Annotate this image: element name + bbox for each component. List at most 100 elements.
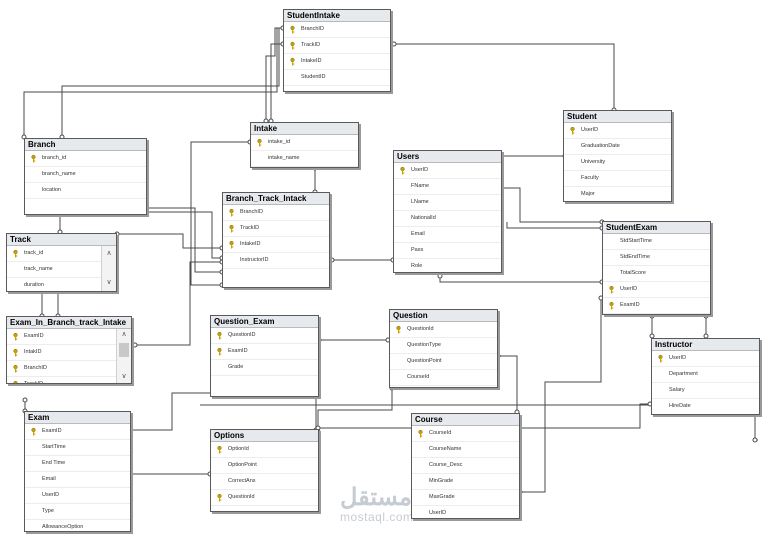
column-row[interactable]: Grade: [211, 360, 318, 376]
column-row[interactable]: CorrectAns: [211, 474, 318, 490]
column-row[interactable]: QuestionId: [211, 490, 318, 506]
table-title[interactable]: Exam: [25, 412, 130, 424]
table-title[interactable]: StudentExam: [603, 222, 710, 234]
column-row[interactable]: track_name: [7, 262, 116, 278]
column-row[interactable]: Email: [394, 227, 501, 243]
column-row[interactable]: IntakID: [7, 345, 116, 361]
column-row[interactable]: CourseId: [390, 370, 497, 386]
column-row[interactable]: InstructorID: [223, 253, 329, 269]
table-title[interactable]: StudentIntake: [284, 10, 390, 22]
column-row[interactable]: BranchID: [284, 22, 390, 38]
column-row[interactable]: Role: [394, 259, 501, 272]
column-row[interactable]: ExamID: [211, 344, 318, 360]
column-row[interactable]: Salary: [652, 383, 759, 399]
column-row[interactable]: StudentID: [284, 70, 390, 86]
column-row[interactable]: BranchID: [223, 205, 329, 221]
column-row[interactable]: location: [25, 183, 146, 199]
column-row[interactable]: IntakeID: [284, 54, 390, 70]
column-row[interactable]: track_id: [7, 246, 116, 262]
column-row[interactable]: UserID: [394, 163, 501, 179]
column-row[interactable]: Pass: [394, 243, 501, 259]
column-row[interactable]: ExamID: [7, 329, 116, 345]
column-row[interactable]: MinGrade: [412, 474, 519, 490]
column-row[interactable]: QuestionID: [211, 328, 318, 344]
table-title[interactable]: Intake: [251, 123, 358, 135]
column-row[interactable]: branch_name: [25, 167, 146, 183]
column-row[interactable]: CourseId: [412, 426, 519, 442]
column-row[interactable]: GraduationDate: [564, 139, 671, 155]
column-row[interactable]: intake_name: [251, 151, 358, 167]
scroll-down-icon[interactable]: ∨: [121, 373, 127, 380]
column-row[interactable]: UserID: [603, 282, 710, 298]
column-row[interactable]: University: [564, 155, 671, 171]
vertical-scrollbar[interactable]: ∧∨: [116, 329, 131, 383]
column-row[interactable]: UserID: [25, 488, 130, 504]
table-title[interactable]: Question_Exam: [211, 316, 318, 328]
column-row[interactable]: duration: [7, 278, 116, 291]
column-row[interactable]: OptionPoint: [211, 458, 318, 474]
column-row[interactable]: UserID: [412, 506, 519, 518]
column-row[interactable]: QuestionType: [390, 338, 497, 354]
column-row[interactable]: QuestionPoint: [390, 354, 497, 370]
column-row[interactable]: Department: [652, 367, 759, 383]
table-title[interactable]: Instructor: [652, 339, 759, 351]
column-row[interactable]: IntakeID: [223, 237, 329, 253]
column-row[interactable]: TotalScore: [603, 266, 710, 282]
column-row[interactable]: StdStartTime: [603, 234, 710, 250]
table-title[interactable]: Branch_Track_Intack: [223, 193, 329, 205]
table-title[interactable]: Users: [394, 151, 501, 163]
column-row[interactable]: CourseName: [412, 442, 519, 458]
table-title[interactable]: Exam_In_Branch_track_Intake: [7, 317, 131, 329]
scroll-thumb[interactable]: [119, 343, 129, 357]
column-row[interactable]: ExamID: [25, 424, 130, 440]
column-row[interactable]: Course_Desc: [412, 458, 519, 474]
column-row[interactable]: StdEndTime: [603, 250, 710, 266]
table-title[interactable]: Course: [412, 414, 519, 426]
scroll-up-icon[interactable]: ∧: [106, 250, 112, 257]
column-row[interactable]: AllowanceOption: [25, 520, 130, 531]
column-row[interactable]: End Time: [25, 456, 130, 472]
column-row[interactable]: NationalId: [394, 211, 501, 227]
vertical-scrollbar[interactable]: ∧∨: [101, 246, 116, 291]
column-row[interactable]: Type: [25, 504, 130, 520]
table-title[interactable]: Question: [390, 310, 497, 322]
table-title[interactable]: Options: [211, 430, 318, 442]
table-title[interactable]: Branch: [25, 139, 146, 151]
column-row[interactable]: TrackID: [223, 221, 329, 237]
column-row[interactable]: ExamID: [603, 298, 710, 314]
column-row[interactable]: Faculty: [564, 171, 671, 187]
column-row[interactable]: Major: [564, 187, 671, 201]
column-row[interactable]: StartTime: [25, 440, 130, 456]
column-row[interactable]: MaxGrade: [412, 490, 519, 506]
column-row[interactable]: OptionId: [211, 442, 318, 458]
table-title[interactable]: Track: [7, 234, 116, 246]
column-row[interactable]: TrackID: [284, 38, 390, 54]
column-row[interactable]: QuestionId: [390, 322, 497, 338]
column-row[interactable]: branch_id: [25, 151, 146, 167]
column-row[interactable]: LName: [394, 195, 501, 211]
column-row[interactable]: BranchID: [7, 361, 116, 377]
scroll-up-icon[interactable]: ∧: [121, 331, 127, 338]
table-title[interactable]: Student: [564, 111, 671, 123]
column-row[interactable]: intake_id: [251, 135, 358, 151]
column-row[interactable]: UserID: [652, 351, 759, 367]
column-row[interactable]: FName: [394, 179, 501, 195]
column-row[interactable]: TrackID: [7, 377, 116, 383]
column-row[interactable]: HireDate: [652, 399, 759, 414]
column-row[interactable]: Email: [25, 472, 130, 488]
